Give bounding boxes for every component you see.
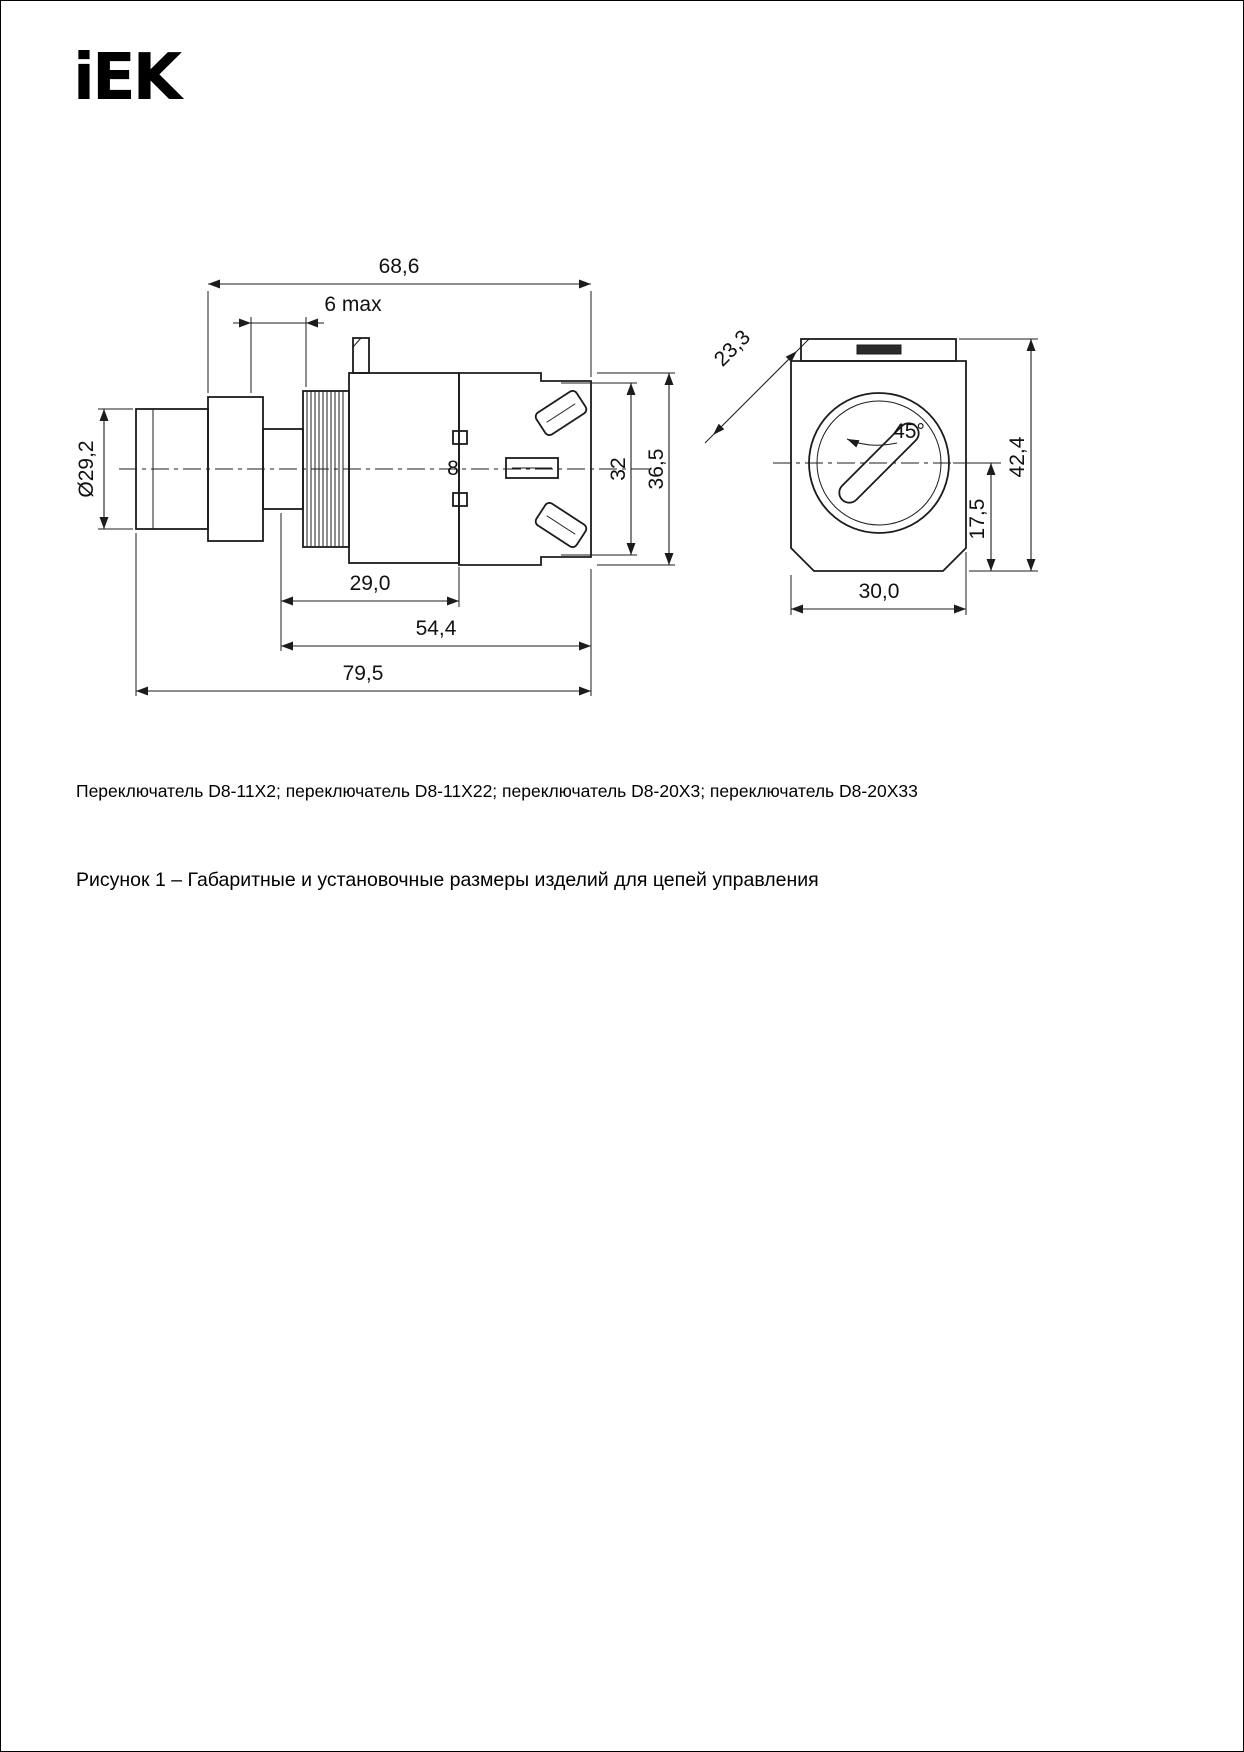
front-circle-inner [816, 400, 942, 526]
dim-label-body: 29,0 [350, 572, 391, 595]
selector-handle [838, 422, 920, 504]
dim-label-width: 30,0 [859, 580, 900, 603]
side-view-dimensions: 68,6 6 max Ø29,2 32 [75, 255, 675, 696]
contact-block-outline [458, 372, 592, 566]
dim-label-total-width: 68,6 [379, 255, 420, 278]
front-body-outline [790, 360, 967, 572]
terminal-upper [534, 390, 588, 436]
terminal-mark-label: 8 [447, 457, 459, 480]
block-mid-slot [505, 457, 559, 479]
side-view-drawing: 8 [119, 337, 649, 566]
figure-caption: Рисунок 1 – Габаритные и установочные ра… [76, 869, 819, 891]
dim-label-height: 42,4 [1006, 436, 1029, 477]
brand-logo: iEK [73, 41, 182, 115]
dim-label-angle: 45° [893, 420, 925, 443]
dim-label-center-bottom: 17,5 [966, 499, 989, 540]
dim-label-panel: 6 max [324, 293, 382, 316]
dim-label-inner-height: 32 [607, 457, 630, 480]
dim-label-diameter: Ø29,2 [75, 440, 98, 497]
body-outline [348, 372, 460, 564]
models-caption: Переключатель D8-11X2; переключатель D8-… [76, 781, 918, 801]
dim-label-full: 79,5 [343, 662, 384, 685]
dim-label-corner: 23,3 [710, 326, 755, 371]
dimension-drawing: 8 68,6 6 max Ø29,2 [75, 255, 1038, 696]
body-top-tab [352, 337, 370, 374]
front-circle-outer [808, 392, 950, 534]
dim-label-outer-height: 36,5 [645, 449, 668, 490]
terminal-lower [534, 502, 588, 548]
dim-label-mount: 54,4 [416, 617, 457, 640]
front-top-slot [856, 344, 902, 355]
front-view-drawing: 45° [773, 338, 1001, 572]
